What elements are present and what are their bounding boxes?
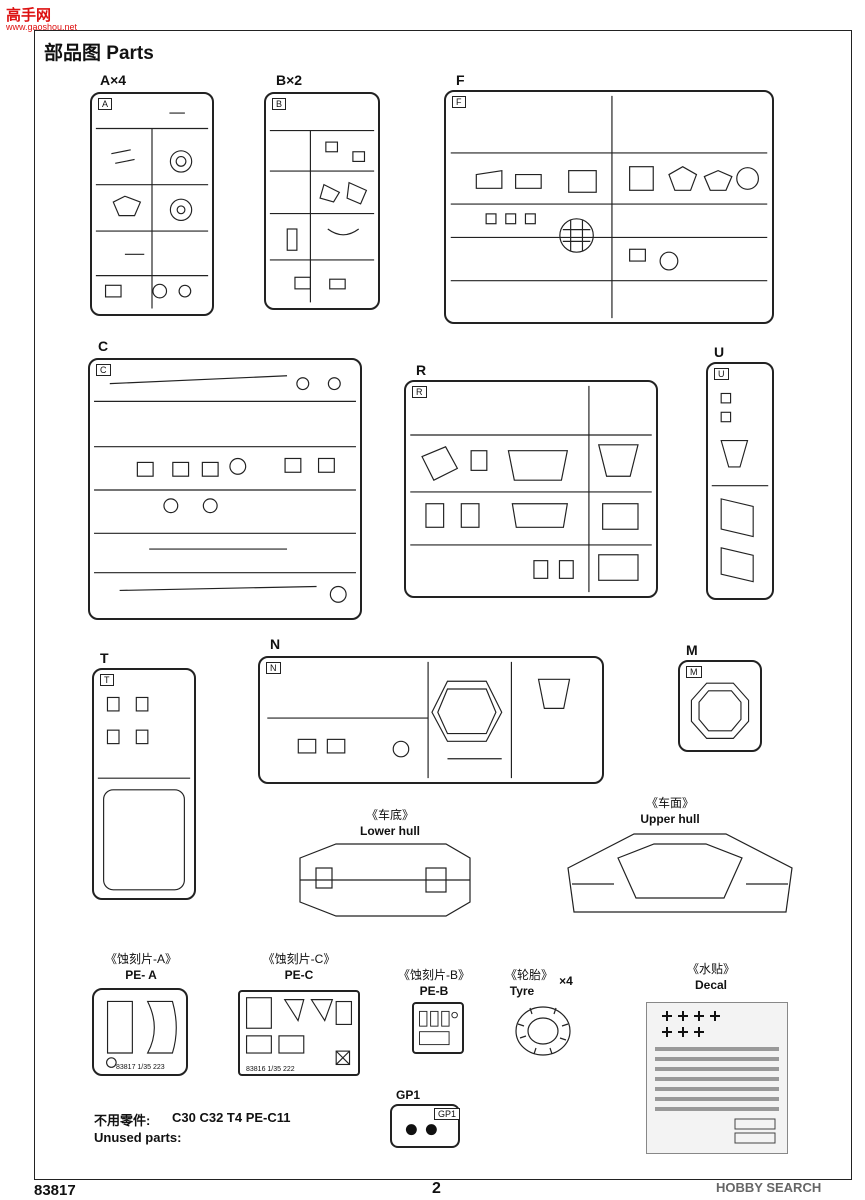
sprue-tag-m: M: [686, 666, 702, 678]
sprue-tag-a: A: [98, 98, 113, 110]
page-number: 2: [432, 1180, 441, 1197]
lower-hull-cn: 《车底》: [365, 808, 414, 822]
watermark: HOBBY SEARCH: [716, 1180, 822, 1195]
sprue-m-frame: M: [678, 660, 762, 752]
pe-a-code: 83817 1/35 223: [116, 1064, 165, 1071]
tyre-cn: 《轮胎》: [504, 968, 553, 982]
sprue-c-parts: [94, 375, 356, 603]
sprue-n-parts: [267, 661, 571, 779]
decal-cn: 《水贴》: [686, 962, 735, 976]
sprue-label-c: C: [98, 338, 109, 354]
pe-a-en: PE- A: [125, 968, 157, 982]
sprue-label-b: B×2: [276, 72, 303, 88]
upper-hull-en: Upper hull: [640, 812, 700, 826]
lower-hull-en: Lower hull: [360, 824, 420, 838]
sprue-f-frame: F: [444, 90, 774, 324]
tyre-quantity: ×4: [559, 974, 573, 988]
sprue-f-parts: [450, 95, 768, 319]
sprue-u-frame: U: [706, 362, 774, 600]
sprue-label-f: F: [456, 72, 465, 88]
sprue-label-n: N: [270, 636, 281, 652]
pe-a-parts: [106, 1000, 177, 1068]
pe-c-code: 83816 1/35 222: [246, 1066, 295, 1073]
unused-parts-en: Unused parts:: [94, 1130, 182, 1145]
pe-b-cn: 《蚀刻片-B》: [397, 968, 470, 982]
sprue-label-r: R: [416, 362, 427, 378]
tyre-en: Tyre: [509, 984, 535, 998]
sprue-tag-r: R: [412, 386, 427, 398]
unused-parts-cn: 不用零件:: [94, 1113, 151, 1128]
decal-markings: [655, 1011, 779, 1144]
page-title: 部品图 Parts: [44, 43, 154, 64]
sprue-m-parts: [690, 682, 750, 739]
pe-c-parts: [245, 997, 353, 1066]
pe-a-cn: 《蚀刻片-A》: [104, 952, 177, 966]
pe-b-parts: [419, 1010, 458, 1046]
sprue-a-frame: A: [90, 92, 214, 316]
lower-hull-drawing: [299, 843, 471, 917]
sprue-b-parts: [269, 129, 375, 303]
sprue-tag-t: T: [100, 674, 114, 686]
gp1-frame: GP1: [390, 1104, 461, 1148]
unused-parts-list: C30 C32 T4 PE-C11: [172, 1110, 291, 1125]
pe-c-sheet: 83816 1/35 222: [238, 990, 360, 1076]
sprue-label-u: U: [714, 344, 725, 360]
sprue-r-frame: R: [404, 380, 658, 598]
sprue-t-frame: T: [92, 668, 196, 900]
sprue-a-parts: [95, 112, 209, 309]
decal-sheet: [646, 1002, 788, 1154]
sprue-u-parts: [711, 392, 769, 583]
page-border: [34, 30, 852, 1180]
pe-b-en: PE-B: [419, 984, 449, 998]
upper-hull-drawing: [567, 833, 793, 913]
sprue-n-frame: N: [258, 656, 604, 784]
sprue-tag-c: C: [96, 364, 111, 376]
sprue-tag-u: U: [714, 368, 729, 380]
sprue-b-frame: B: [264, 92, 380, 310]
site-url: www.gaoshou.net: [6, 22, 78, 32]
gp1-parts: [405, 1124, 437, 1136]
sprue-tag-f: F: [452, 96, 466, 108]
sprue-t-parts: [97, 696, 191, 891]
tyre-drawing: [515, 1006, 571, 1056]
upper-hull-cn: 《车面》: [645, 796, 694, 810]
pe-a-sheet: 83817 1/35 223: [92, 988, 188, 1076]
site-logo: 高手网: [6, 7, 52, 24]
gp1-tag: GP1: [434, 1108, 461, 1120]
gp1-label: GP1: [395, 1088, 420, 1102]
sprue-tag-b: B: [272, 98, 287, 110]
decal-en: Decal: [694, 978, 728, 992]
sprue-c-frame: C: [88, 358, 362, 620]
sprue-label-m: M: [686, 642, 698, 658]
sprue-label-t: T: [100, 650, 109, 666]
pe-c-cn: 《蚀刻片-C》: [262, 952, 336, 966]
kit-number: 83817: [34, 1182, 76, 1199]
sprue-r-parts: [410, 385, 652, 593]
pe-b-sheet: [412, 1002, 464, 1054]
pe-c-en: PE-C: [284, 968, 314, 982]
sprue-label-a: A×4: [100, 72, 127, 88]
sprue-tag-n: N: [266, 662, 281, 674]
